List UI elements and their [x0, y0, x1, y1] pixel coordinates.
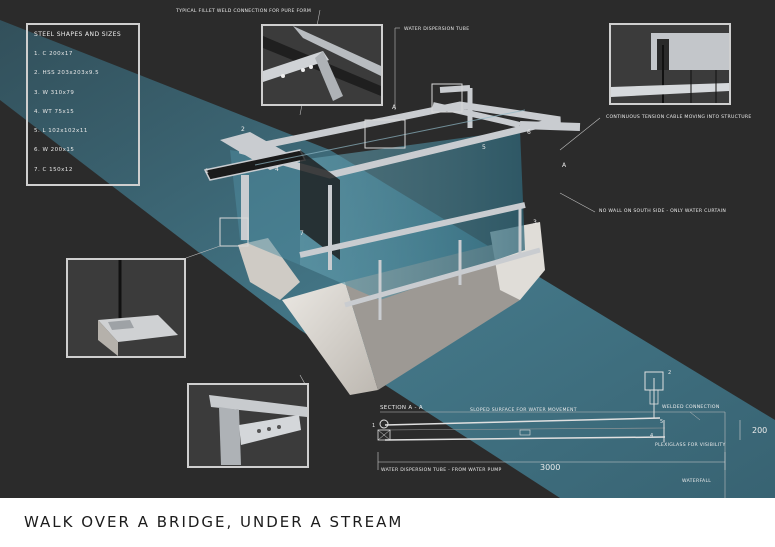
model-number: 6: [527, 129, 531, 136]
legend-heading: STEEL SHAPES AND SIZES: [34, 31, 122, 38]
section-marker: A: [562, 162, 567, 169]
section-number: 1: [372, 423, 376, 429]
section-dim-width: 3000: [540, 463, 561, 472]
section-sloped-label: SLOPED SURFACE FOR WATER MOVEMENT: [470, 408, 577, 413]
weld-detail-drawing: [263, 26, 381, 104]
left-pier: [238, 238, 300, 300]
section-number: 2: [668, 370, 672, 376]
legend-item: 3. W 310x79: [34, 89, 75, 96]
callout-fillet-weld: TYPICAL FILLET WELD CONNECTION FOR PURE …: [176, 9, 312, 14]
legend-item: 2. HSS 203x203x9.5: [34, 70, 100, 77]
legend-item: 6. W 200x15: [34, 147, 75, 154]
section-marker: A: [392, 104, 397, 111]
model-number: 3: [533, 219, 537, 226]
handrail: [299, 202, 526, 258]
presentation-board: STEEL SHAPES AND SIZES 1. C 200x17 2. HS…: [0, 0, 775, 498]
cable-detail-drawing: [611, 25, 729, 103]
section-dim-height: 200: [752, 426, 768, 435]
bridge-model: [185, 9, 601, 395]
callout-tension-cable: CONTINUOUS TENSION CABLE MOVING INTO STR…: [606, 115, 752, 120]
legend-item: 1. C 200x17: [34, 51, 73, 57]
legend-list: 1. C 200x17 2. HSS 203x203x9.5 3. W 310x…: [34, 51, 99, 186]
model-number: 7: [300, 230, 304, 237]
inset-fillet-weld: [261, 24, 383, 106]
page-title: WALK OVER A BRIDGE, UNDER A STREAM: [24, 513, 404, 531]
inset-base-plate: [66, 258, 186, 358]
model-number: 4: [275, 166, 279, 173]
callout-dispersion-tube: WATER DISPERSION TUBE: [404, 27, 470, 32]
front-pier: [282, 282, 378, 395]
model-number: 1: [205, 168, 209, 175]
water-curtain: [300, 130, 525, 300]
beam-connection-drawing: [189, 385, 307, 466]
section-title: SECTION A - A: [380, 405, 423, 411]
model-number: 5: [482, 144, 486, 151]
legend-item: 7. C 150x12: [34, 166, 73, 173]
callout-south-side: NO WALL ON SOUTH SIDE - ONLY WATER CURTA…: [599, 209, 727, 214]
section-plexiglass-label: PLEXIGLASS FOR VISIBILITY: [655, 443, 726, 448]
inset-beam-connection: [187, 383, 309, 468]
section-drawing: [377, 371, 741, 498]
section-number: 5: [660, 419, 664, 425]
base-plate-drawing: [68, 260, 184, 356]
legend-item: 5. L 102x102x11: [34, 128, 88, 135]
inset-tension-cable: [609, 23, 731, 105]
section-number: 4: [650, 433, 654, 439]
section-welded-label: WELDED CONNECTION: [662, 405, 720, 410]
section-tube-label: WATER DISPERSION TUBE - FROM WATER PUMP: [381, 468, 502, 473]
model-number: 2: [241, 126, 245, 133]
legend-item: 4. WT 75x15: [34, 108, 75, 115]
footer: WALK OVER A BRIDGE, UNDER A STREAM: [0, 498, 775, 547]
section-waterfall-label: WATERFALL: [682, 479, 712, 484]
steel-shapes-legend: STEEL SHAPES AND SIZES 1. C 200x17 2. HS…: [26, 23, 140, 186]
